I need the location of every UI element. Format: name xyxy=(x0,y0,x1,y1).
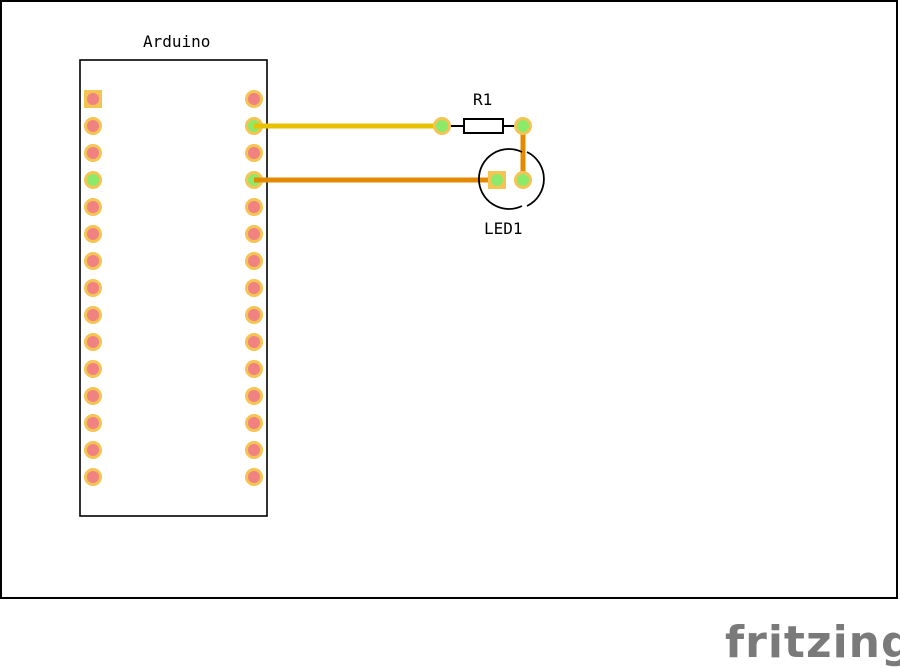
arduino-body[interactable] xyxy=(79,59,268,517)
arduino-pin-left-1[interactable] xyxy=(84,90,102,108)
led1-body[interactable] xyxy=(478,148,523,210)
arduino-right-header xyxy=(245,90,263,486)
arduino-pin-left-4[interactable] xyxy=(84,171,102,189)
arduino-pin-left-15[interactable] xyxy=(84,468,102,486)
arduino-pin-left-13[interactable] xyxy=(84,414,102,432)
fritzing-logo: fritzing xyxy=(725,617,900,668)
arduino-pin-left-8[interactable] xyxy=(84,279,102,297)
arduino-left-header xyxy=(84,90,102,486)
arduino-pin-left-14[interactable] xyxy=(84,441,102,459)
arduino-pin-left-6[interactable] xyxy=(84,225,102,243)
arduino-pin-right-13[interactable] xyxy=(245,414,263,432)
arduino-pin-left-12[interactable] xyxy=(84,387,102,405)
arduino-pin-right-7[interactable] xyxy=(245,252,263,270)
pcb-outline xyxy=(0,0,898,599)
r1-pad-2[interactable] xyxy=(514,117,532,135)
arduino-pin-right-9[interactable] xyxy=(245,306,263,324)
arduino-pin-right-1[interactable] xyxy=(245,90,263,108)
arduino-pin-right-12[interactable] xyxy=(245,387,263,405)
led1-label: LED1 xyxy=(484,219,523,238)
arduino-pin-right-8[interactable] xyxy=(245,279,263,297)
arduino-pin-left-2[interactable] xyxy=(84,117,102,135)
arduino-pin-right-6[interactable] xyxy=(245,225,263,243)
arduino-pin-left-9[interactable] xyxy=(84,306,102,324)
arduino-pin-left-3[interactable] xyxy=(84,144,102,162)
arduino-label: Arduino xyxy=(143,32,210,51)
arduino-pin-left-11[interactable] xyxy=(84,360,102,378)
r1-pad-1[interactable] xyxy=(433,117,451,135)
resistor-label: R1 xyxy=(473,90,492,109)
arduino-pin-right-5[interactable] xyxy=(245,198,263,216)
arduino-pin-left-5[interactable] xyxy=(84,198,102,216)
arduino-pin-right-11[interactable] xyxy=(245,360,263,378)
arduino-pin-left-10[interactable] xyxy=(84,333,102,351)
arduino-pin-right-15[interactable] xyxy=(245,468,263,486)
arduino-pin-left-7[interactable] xyxy=(84,252,102,270)
led1-flat-side xyxy=(526,151,545,207)
arduino-pin-right-14[interactable] xyxy=(245,441,263,459)
arduino-pin-right-10[interactable] xyxy=(245,333,263,351)
led1-cathode-pad[interactable] xyxy=(514,171,532,189)
led1-anode-pad[interactable] xyxy=(488,171,506,189)
arduino-pin-right-3[interactable] xyxy=(245,144,263,162)
